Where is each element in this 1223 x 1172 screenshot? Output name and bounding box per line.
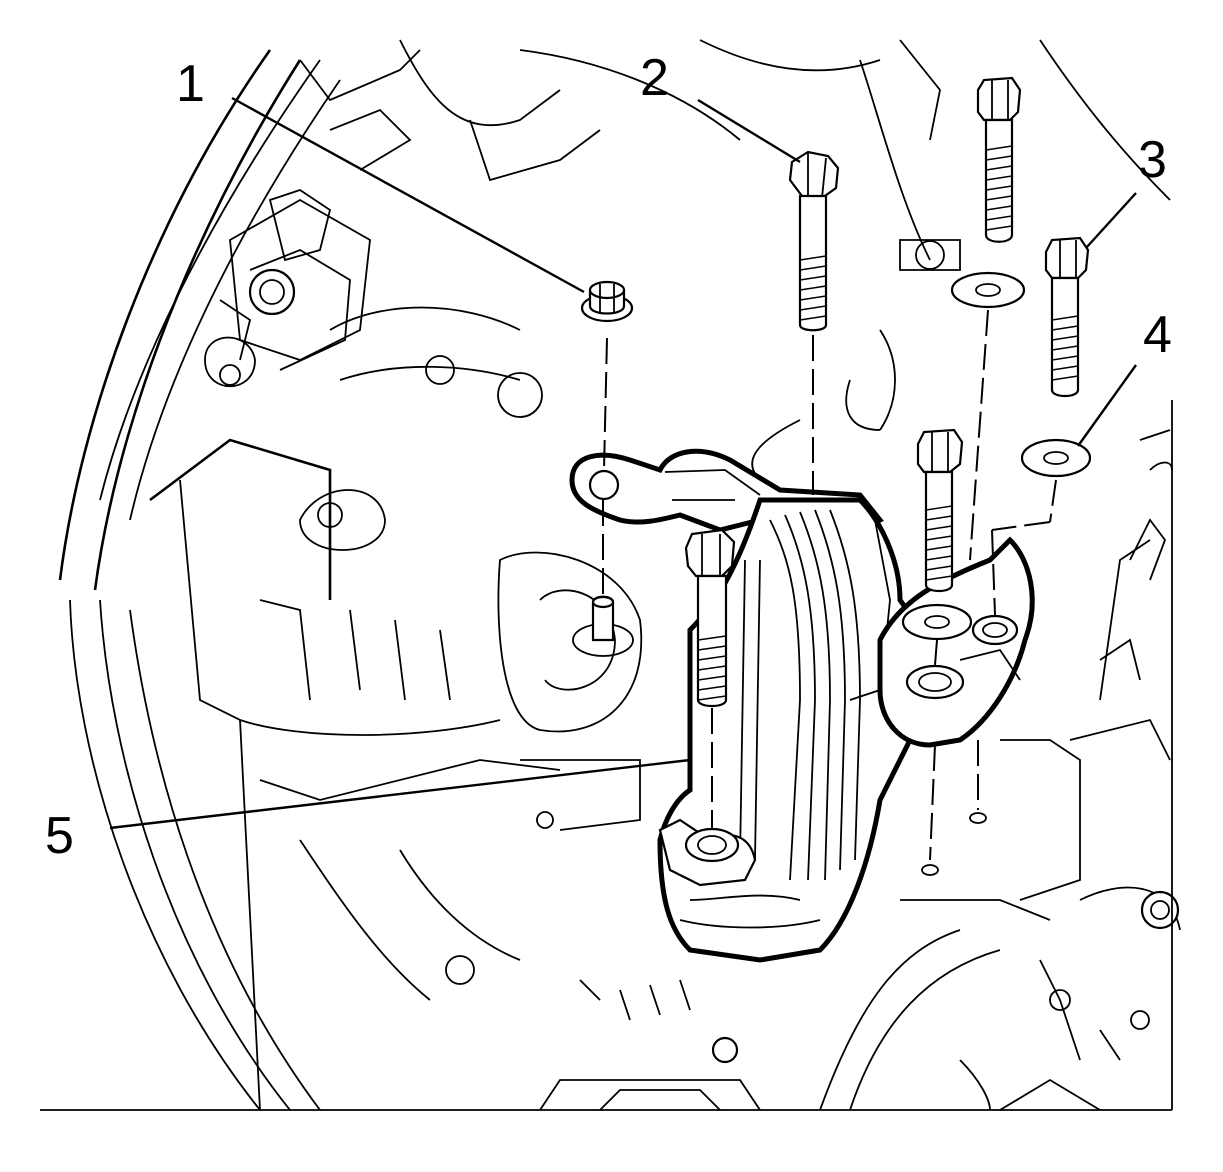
leader-line-3 (1085, 192, 1137, 249)
callout-4: 4 (1143, 306, 1172, 364)
mounting-stud (572, 595, 634, 657)
leader-line-1 (231, 96, 585, 294)
right-mount-bracket (877, 536, 1035, 748)
callout-1: 1 (176, 55, 205, 113)
callout-5: 5 (45, 807, 74, 865)
vehicle-body-structure (58, 39, 1181, 1111)
bolt-right (1044, 236, 1090, 398)
lower-mount-lug (658, 818, 757, 887)
leader-lines (109, 96, 1137, 830)
leader-line-2 (697, 98, 801, 164)
washer-middle-right (901, 603, 973, 641)
bolt-middle-right (916, 428, 964, 593)
callout-2: 2 (640, 49, 669, 107)
floor-holes (921, 812, 987, 876)
washer-top-right (950, 271, 1026, 309)
callout-3: 3 (1138, 131, 1167, 189)
nut (580, 280, 634, 323)
washer (1020, 438, 1092, 478)
leader-line-4 (1077, 364, 1137, 447)
bolt-lower-left (684, 528, 736, 708)
leader-line-5 (109, 758, 691, 830)
view-border (40, 400, 1173, 1111)
alignment-lines (602, 309, 1057, 861)
bolt-top-center (788, 150, 840, 332)
bolt-top-right (976, 76, 1022, 243)
